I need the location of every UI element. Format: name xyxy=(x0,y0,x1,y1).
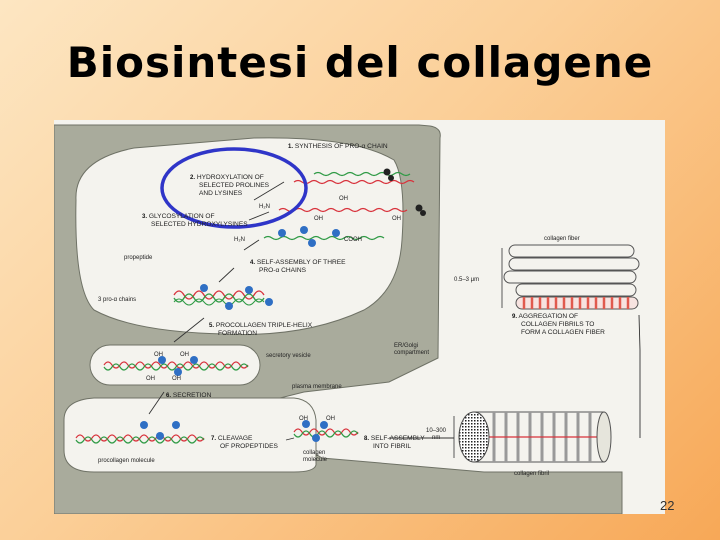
plasma-membrane-label: plasma membrane xyxy=(292,384,342,390)
fibril-size-label: 10–300 xyxy=(426,428,447,434)
step9-label-line2: COLLAGEN FIBRILS TO xyxy=(521,321,594,328)
collagen-fiber-label: collagen fiber xyxy=(544,236,580,242)
slide-page-number: 22 xyxy=(660,498,674,513)
step9-label-line3: FORM A COLLAGEN FIBER xyxy=(521,329,605,336)
sugar-icon xyxy=(300,226,308,234)
h2n-label-2: H₂N xyxy=(234,237,245,243)
sugar-icon xyxy=(278,229,286,237)
step5-label-line2: FORMATION xyxy=(218,330,257,337)
sugar-icon xyxy=(174,368,182,376)
oh-label: OH xyxy=(146,376,155,382)
step2-label: 2. HYDROXYLATION OF xyxy=(190,174,264,181)
ribosome-icon xyxy=(388,175,394,181)
collagen-molecule-label: collagen xyxy=(303,450,325,456)
step3-label-line2: SELECTED HYDROXYLYSINES xyxy=(151,221,248,228)
secretory-vesicle-label: secretory vesicle xyxy=(266,353,311,359)
propeptide-label: propeptide xyxy=(124,255,153,261)
step2-label-line3: AND LYSINES xyxy=(199,190,243,197)
step4-label-line2: PRO-α CHAINS xyxy=(259,267,307,274)
ribosome-icon xyxy=(384,169,391,176)
collagen-molecule-label-line2: molecule xyxy=(303,457,328,463)
collagen-fiber-bundle xyxy=(504,245,639,309)
sugar-icon xyxy=(308,239,316,247)
step8-label-line2: INTO FIBRIL xyxy=(373,443,411,450)
collagen-fibril-end xyxy=(459,412,489,462)
sugar-icon xyxy=(245,286,253,294)
sugar-icon xyxy=(320,421,328,429)
step8-label: 8. SELF-ASSEMBLY xyxy=(364,435,425,442)
step1-label: 1. SYNTHESIS OF PRO-α CHAIN xyxy=(288,143,388,150)
sugar-icon xyxy=(156,432,164,440)
step7-label: 7. CLEAVAGE xyxy=(211,435,253,442)
fibril-size-label-line2: nm xyxy=(432,435,440,441)
collagen-fibril-label: collagen fibril xyxy=(514,471,549,477)
oh-label: OH xyxy=(326,416,335,422)
step3-label: 3. GLYCOSYLATION OF xyxy=(142,213,215,220)
collagen-fibril-tail xyxy=(597,412,611,462)
sugar-icon xyxy=(265,298,273,306)
fiber-size-label: 0.5–3 μm xyxy=(454,277,479,283)
er-golgi-label-line2: compartment xyxy=(394,350,429,356)
oh-label: OH xyxy=(314,216,323,222)
diagram-svg: 1. SYNTHESIS OF PRO-α CHAIN 2. HYDROXYLA… xyxy=(54,120,665,514)
sugar-icon xyxy=(172,421,180,429)
step6-label: 6. SECRETION xyxy=(166,392,212,399)
h2n-label: H₂N xyxy=(259,204,270,210)
step2-label-line2: SELECTED PROLINES xyxy=(199,182,270,189)
slide-title: Biosintesi del collagene xyxy=(0,38,720,87)
sugar-icon xyxy=(225,302,233,310)
oh-label: OH xyxy=(172,376,181,382)
step4-label: 4. SELF-ASSEMBLY OF THREE xyxy=(250,259,346,266)
oh-label: OH xyxy=(180,352,189,358)
step5-label: 5. PROCOLLAGEN TRIPLE-HELIX xyxy=(209,322,313,329)
collagen-biosynthesis-diagram: 1. SYNTHESIS OF PRO-α CHAIN 2. HYDROXYLA… xyxy=(54,120,665,514)
step7-label-line2: OF PROPEPTIDES xyxy=(220,443,278,450)
sugar-icon xyxy=(190,356,198,364)
er-golgi-label: ER/Golgi xyxy=(394,343,418,349)
oh-label: OH xyxy=(392,216,401,222)
oh-label: OH xyxy=(339,196,348,202)
sugar-icon xyxy=(200,284,208,292)
sugar-icon xyxy=(332,229,340,237)
sugar-icon xyxy=(140,421,148,429)
cooh-label: COOH xyxy=(344,237,362,243)
procollagen-molecule-label: procollagen molecule xyxy=(98,458,155,464)
pro-chains-label: 3 pro-α chains xyxy=(98,297,136,303)
ribosome-icon xyxy=(420,210,426,216)
step9-label: 9. AGGREGATION OF xyxy=(512,313,578,320)
sugar-icon xyxy=(312,434,320,442)
oh-label: OH xyxy=(299,416,308,422)
oh-label: OH xyxy=(154,352,163,358)
